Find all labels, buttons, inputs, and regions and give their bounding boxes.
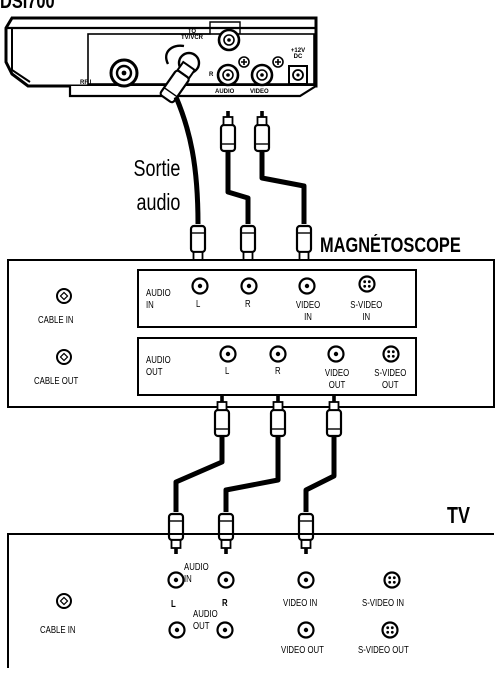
- receiver-plus-marks: [238, 56, 284, 68]
- tv-r-label: R: [222, 598, 228, 609]
- to-tv-vcr-label: TO TV/VCR: [180, 29, 203, 41]
- tv-audio-out-label: AUDIO OUT: [193, 609, 218, 632]
- cables-receiver-to-vcr: [173, 96, 307, 225]
- tv-svideo-out-label: S-VIDEO OUT: [358, 645, 409, 656]
- rf-jack: [109, 58, 139, 88]
- receiver-box: [4, 16, 318, 98]
- vcr-out-video-label: VIDEO OUT: [324, 368, 350, 391]
- receiver-title: DSI700: [0, 0, 55, 13]
- tv-audio-in-r-jack: [217, 571, 235, 589]
- audio-output-label: Sortie audio: [133, 155, 181, 215]
- vcr-cable-in-jack: [56, 288, 72, 304]
- tv-video-in-jack: [297, 571, 315, 589]
- tv-svideo-in-label: S-VIDEO IN: [362, 598, 405, 609]
- tv-l-label: L: [171, 599, 176, 610]
- receiver-video-label: VIDEO: [250, 89, 269, 95]
- vcr-cable-in-label: CABLE IN: [38, 315, 74, 326]
- vcr-in-l-label: L: [196, 299, 201, 310]
- vcr-in-svideo-label: S-VIDEO IN: [350, 300, 383, 323]
- tv-svideo-out-jack: [381, 621, 399, 639]
- vcr-cable-out-jack: [56, 349, 72, 365]
- tv-video-out-label: VIDEO OUT: [281, 645, 324, 656]
- receiver-video-plug: [255, 111, 269, 151]
- vcr-out-r-jack: [269, 345, 287, 363]
- vcr-out-r-label: R: [275, 366, 281, 377]
- vcr-in-r-jack: [240, 277, 258, 295]
- vcr-in-video-jack: [298, 277, 316, 295]
- tv-audio-out-r-jack: [216, 621, 234, 639]
- vcr-audio-in-label: AUDIO IN: [146, 288, 171, 311]
- cables-vcr-to-tv: [173, 437, 337, 512]
- receiver-r-label: R: [209, 72, 214, 78]
- power-label: +12V DC: [290, 48, 306, 60]
- vcr-cable-out-label: CABLE OUT: [34, 376, 79, 387]
- receiver-audio-label: AUDIO: [215, 89, 235, 95]
- vcr-out-video-plug: [327, 396, 341, 436]
- power-jack: [288, 65, 308, 85]
- receiver-audio-jack: [216, 63, 240, 87]
- tv-video-in-label: VIDEO IN: [283, 598, 318, 609]
- vcr-out-r-plug: [271, 396, 285, 436]
- receiver-audio-plug: [221, 111, 235, 151]
- tv-box: [7, 533, 494, 668]
- rf-label: RF I: [80, 80, 92, 86]
- vcr-out-l-plug: [215, 396, 229, 436]
- vcr-in-r-label: R: [245, 299, 251, 310]
- vcr-in-svideo-jack: [358, 275, 376, 293]
- vcr-out-svideo-label: S-VIDEO OUT: [374, 368, 407, 391]
- vcr-audio-out-label: AUDIO OUT: [146, 355, 171, 378]
- tv-audio-in-label: AUDIO IN: [184, 562, 209, 585]
- tv-title: TV: [447, 502, 470, 528]
- tv-cable-in-label: CABLE IN: [40, 625, 76, 636]
- vcr-title: MAGNÉTOSCOPE: [320, 234, 461, 257]
- tv-cable-in-jack: [56, 593, 72, 609]
- tv-svideo-in-jack: [383, 571, 401, 589]
- audio-out-plug: [159, 60, 197, 104]
- tv-audio-in-l-jack: [167, 571, 185, 589]
- vcr-out-l-label: L: [225, 366, 230, 377]
- receiver-video-jack: [250, 63, 274, 87]
- tv-video-out-jack: [297, 621, 315, 639]
- vcr-out-video-jack: [327, 345, 345, 363]
- vcr-out-l-jack: [219, 345, 237, 363]
- tv-audio-out-l-jack: [168, 621, 186, 639]
- vcr-in-l-jack: [191, 277, 209, 295]
- vcr-in-video-label: VIDEO IN: [295, 300, 321, 323]
- vcr-out-svideo-jack: [382, 345, 400, 363]
- receiver-top-jack: [217, 28, 241, 52]
